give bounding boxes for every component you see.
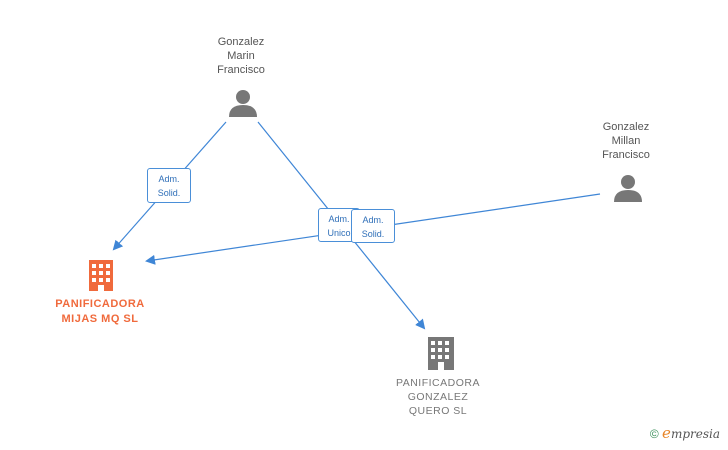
- name-line: PANIFICADORA: [396, 377, 480, 389]
- person-icon[interactable]: [614, 175, 642, 202]
- edge-label-line: Adm.: [158, 174, 180, 184]
- brand-logo-text: mpresia: [670, 427, 720, 441]
- brand-footer: © empresia: [650, 424, 720, 442]
- edge-label-line: Solid.: [157, 188, 181, 198]
- edge-label-line: Adm.: [362, 215, 384, 225]
- name-line: Gonzalez: [217, 36, 265, 48]
- edge-label-line: Adm.: [328, 214, 350, 224]
- name-line: GONZALEZ: [407, 391, 469, 403]
- company-name-quero[interactable]: PANIFICADORA GONZALEZ QUERO SL: [378, 376, 498, 418]
- edge-label-line: Unico: [327, 228, 351, 238]
- edge-label-adm-solid[interactable]: Adm. Solid.: [351, 209, 395, 243]
- person-icon[interactable]: [229, 90, 257, 117]
- name-line: Marin: [227, 50, 255, 62]
- building-icon[interactable]: [89, 260, 113, 291]
- person-name-marin[interactable]: Gonzalez Marin Francisco: [181, 35, 301, 77]
- name-line: PANIFICADORA: [55, 298, 145, 310]
- brand-logo-initial: e: [662, 424, 671, 442]
- copyright-symbol: ©: [649, 427, 659, 441]
- company-name-mijas[interactable]: PANIFICADORA MIJAS MQ SL: [40, 297, 160, 327]
- edge-label-line: Solid.: [361, 229, 385, 239]
- name-line: Gonzalez: [602, 121, 650, 133]
- name-line: Francisco: [602, 149, 650, 161]
- edge-label-adm-solid[interactable]: Adm. Solid.: [147, 168, 191, 203]
- name-line: Millan: [611, 135, 641, 147]
- person-name-millan[interactable]: Gonzalez Millan Francisco: [566, 120, 686, 162]
- building-icon[interactable]: [428, 337, 454, 370]
- name-line: Francisco: [217, 64, 265, 76]
- name-line: MIJAS MQ SL: [61, 313, 139, 325]
- name-line: QUERO SL: [408, 405, 468, 417]
